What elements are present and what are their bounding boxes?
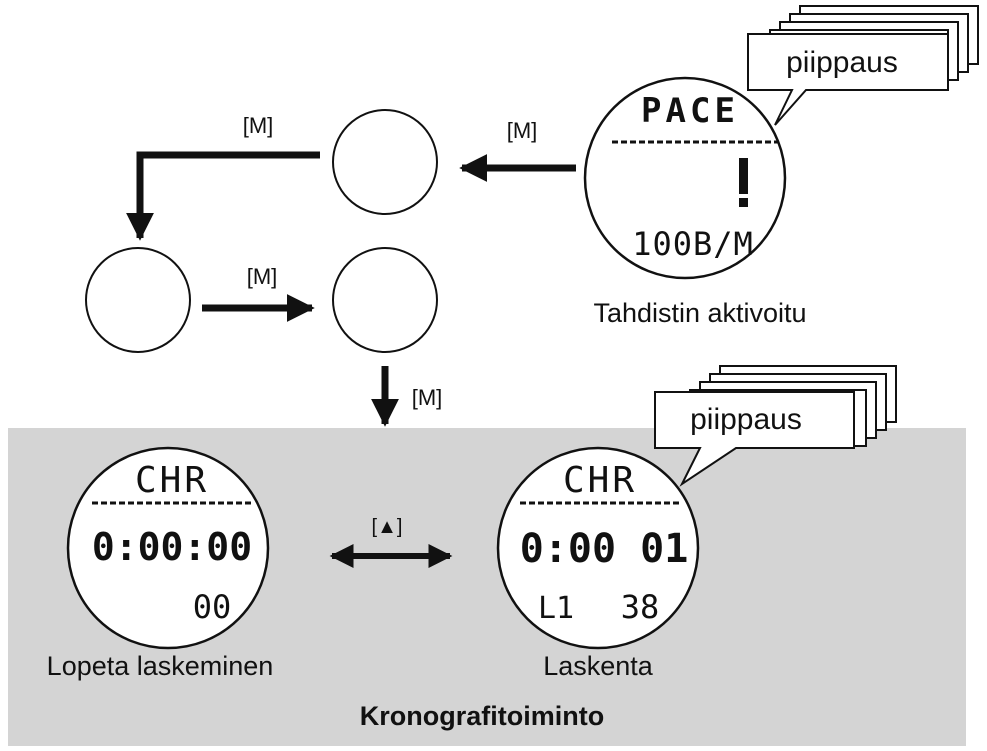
chrono-run-display-sub: 38 [621,588,660,626]
label-m-1: [M] [507,118,538,143]
chrono-run-display-main: 0:00 01 [520,526,689,572]
chrono-stop-watch: CHR 0:00:00 00 [66,446,270,650]
mode-circle-3 [332,247,438,353]
chrono-stop-face [66,446,270,650]
counting-label: Laskenta [543,651,654,681]
chrono-stop-display-sub: 00 [193,588,232,626]
pacer-watch-face [583,76,787,280]
label-up-button: [▲] [372,516,403,538]
beep-label-bottom: piippaus [690,403,802,436]
chrono-run-face [496,446,700,650]
pacer-watch: PACE 100B/M piippaus [583,5,979,280]
pacer-indicator-bar [739,158,748,194]
chrono-stop-display-main: 0:00:00 [92,525,252,569]
label-m-4: [M] [412,385,443,410]
label-m-3: [M] [247,264,278,289]
section-title: Kronografitoiminto [360,701,604,731]
chrono-stop-display-top: CHR [135,460,209,501]
pacer-display-top: PACE [641,91,739,131]
stop-counting-label: Lopeta laskeminen [47,651,274,681]
chrono-run-display-lap: L1 [538,591,574,626]
pacer-indicator-dot [739,198,748,207]
chrono-run-watch: CHR 0:00 01 L1 38 piippaus [496,365,897,650]
pacer-activated-label: Tahdistin aktivoitu [593,298,806,328]
pacer-display-bottom: 100B/M [632,225,754,263]
arrow-circle1-to-circle2 [126,151,320,241]
chrono-run-display-top: CHR [563,460,637,501]
label-m-2: [M] [243,113,274,138]
beep-bubble-top [747,33,949,126]
beep-label-top: piippaus [786,46,898,79]
beep-bubble-bottom [654,391,855,487]
mode-circle-1 [332,109,438,215]
mode-circle-2 [85,247,191,353]
